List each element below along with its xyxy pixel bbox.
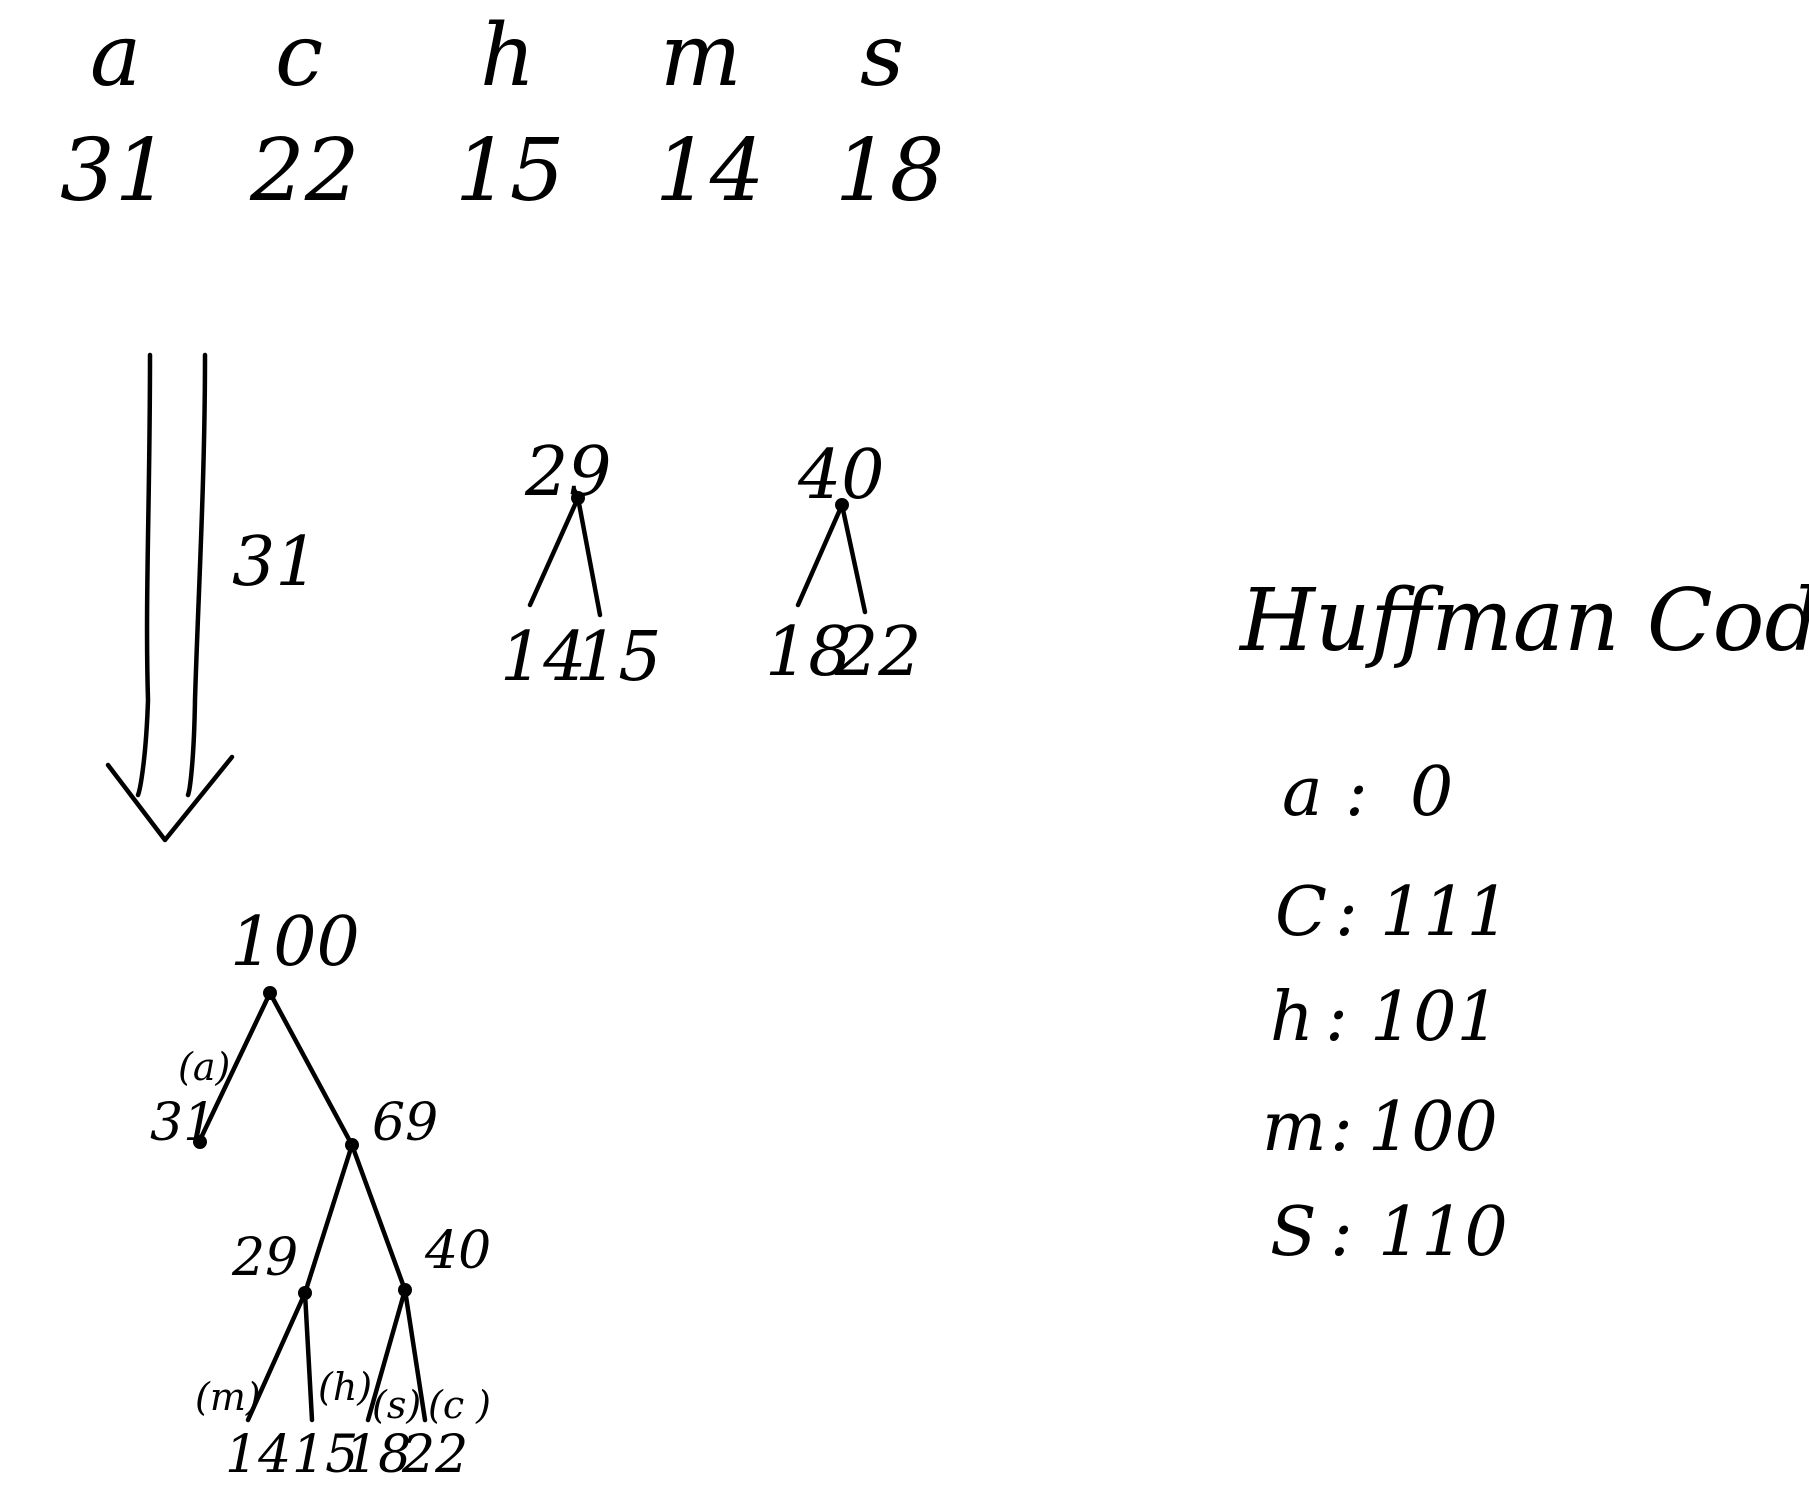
code-sep-c: : — [1335, 873, 1358, 952]
leaf-22: 22 — [401, 1425, 468, 1485]
edge-100-31 — [197, 990, 273, 1143]
edge-40-s — [365, 1287, 408, 1423]
freq-s: 18 — [835, 121, 944, 221]
code-row-c: C : 111 — [1275, 873, 1510, 952]
symbol-h: h — [480, 6, 535, 106]
tag-a: (a) — [178, 1045, 230, 1089]
freq-m: 14 — [655, 121, 764, 221]
freq-h: 15 — [455, 121, 564, 221]
code-value-m: 100 — [1368, 1088, 1498, 1167]
freq-c: 22 — [249, 121, 359, 221]
symbol-row: a c h m s — [90, 6, 904, 106]
edge-69-29 — [302, 1142, 355, 1296]
node-29-label: 29 — [231, 1228, 298, 1288]
code-char-h: h — [1270, 978, 1314, 1057]
code-row-s: S : 110 — [1270, 1193, 1508, 1272]
edge-40-22 — [839, 502, 868, 615]
code-value-h: 101 — [1370, 978, 1500, 1057]
step-tree-29: 29 14 15 — [500, 433, 662, 697]
code-sep-s: : — [1330, 1193, 1353, 1272]
step-tree-29-right: 15 — [575, 618, 662, 697]
step-tree-29-left: 14 — [500, 618, 587, 697]
final-root-label: 100 — [230, 903, 360, 982]
frequency-row: 31 22 15 14 18 — [60, 121, 944, 221]
tag-m: (m) — [195, 1375, 261, 1419]
arrow-label: 31 — [232, 523, 319, 602]
code-row-h: h : 101 — [1270, 978, 1500, 1057]
step-tree-40-right: 22 — [834, 613, 922, 692]
edge-29-14 — [527, 495, 581, 608]
step-tree-40-left: 18 — [765, 613, 852, 692]
tag-c: (c ) — [428, 1383, 491, 1427]
code-sep-a: : — [1345, 753, 1368, 832]
node-40-label: 40 — [424, 1221, 491, 1281]
edge-29-m — [245, 1290, 308, 1423]
code-value-a: 0 — [1410, 753, 1453, 832]
code-sep-m: : — [1330, 1088, 1353, 1167]
edge-29-15 — [575, 495, 603, 618]
node-69-label: 69 — [372, 1093, 438, 1153]
step-tree-40: 40 18 22 — [765, 436, 922, 692]
symbol-c: c — [275, 6, 323, 106]
step-tree-29-root: 29 — [524, 433, 612, 512]
node-31 — [193, 1135, 207, 1149]
edge-69-40 — [349, 1142, 408, 1293]
tag-s: (s) — [372, 1383, 421, 1427]
code-value-s: 110 — [1378, 1193, 1508, 1272]
code-char-a: a — [1282, 753, 1323, 832]
leaf-14: 14 — [225, 1425, 291, 1485]
freq-a: 31 — [60, 121, 169, 221]
arrow-shaft-left — [135, 352, 153, 798]
final-tree: 100 (a) 31 69 29 40 (m) (h) (s) (c ) 14 … — [150, 903, 491, 1485]
arrow-shaft-right — [185, 352, 208, 798]
code-row-m: m : 100 — [1262, 1088, 1498, 1167]
edge-29-h — [302, 1290, 315, 1423]
leaf-15: 15 — [292, 1425, 358, 1485]
tag-h: (h) — [318, 1365, 372, 1409]
code-char-m: m — [1262, 1088, 1326, 1167]
edge-40-c — [402, 1287, 428, 1423]
down-arrow — [105, 352, 235, 843]
code-value-c: 111 — [1380, 873, 1510, 952]
huffman-code-table: Huffman Code: a : 0 C : 111 h : 101 m : … — [1238, 571, 1809, 1272]
arrow-head — [105, 754, 235, 843]
leaf-18: 18 — [345, 1425, 411, 1485]
edge-100-69 — [267, 990, 355, 1148]
symbol-s: s — [860, 6, 904, 106]
code-char-c: C — [1275, 873, 1327, 952]
code-char-s: S — [1270, 1193, 1317, 1272]
symbol-a: a — [90, 6, 141, 106]
edge-40-18 — [795, 502, 845, 608]
huffman-title: Huffman Code: — [1238, 571, 1809, 671]
code-sep-h: : — [1325, 978, 1348, 1057]
symbol-m: m — [660, 6, 742, 106]
code-row-a: a : 0 — [1282, 753, 1453, 832]
